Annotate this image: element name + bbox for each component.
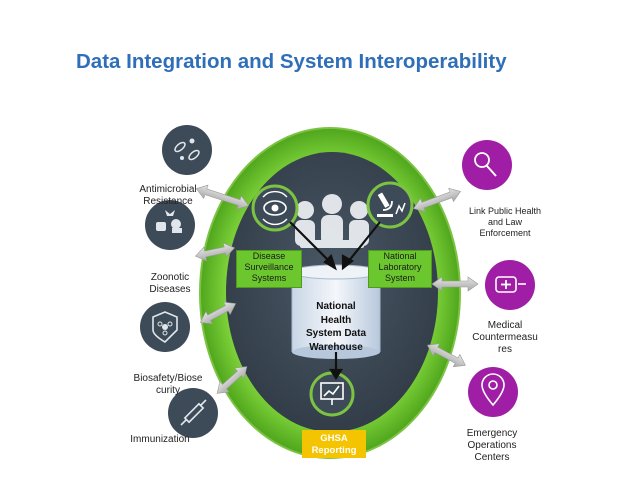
right-connector-arrows bbox=[413, 187, 479, 368]
microscope-lab-icon bbox=[366, 181, 414, 229]
label-medical-countermeasures: Medical Countermeasu res bbox=[472, 320, 538, 355]
magnifier-law-icon bbox=[462, 140, 512, 190]
zoonotic-animals-icon bbox=[145, 200, 195, 250]
location-pin-icon bbox=[468, 367, 518, 417]
label-biosafety-biosecurity: Biosafety/Biose curity bbox=[133, 373, 203, 396]
page-title: Data Integration and System Interoperabi… bbox=[76, 50, 507, 73]
box-national-laboratory: National Laboratory System bbox=[368, 250, 432, 288]
box-disease-surveillance: Disease Surveillance Systems bbox=[236, 250, 302, 288]
label-emergency-operations: Emergency Operations Centers bbox=[466, 428, 518, 463]
meeting-people-icon bbox=[295, 194, 369, 248]
label-immunization: Immunization bbox=[130, 434, 190, 445]
ghsa-reporting-box: GHSA Reporting bbox=[302, 430, 366, 458]
label-link-public-health: Link Public Health and Law Enforcement bbox=[468, 206, 542, 238]
biohazard-icon bbox=[140, 302, 190, 352]
label-zoonotic-diseases: Zoonotic Diseases bbox=[149, 272, 191, 295]
label-data-warehouse: National Health System Data Warehouse bbox=[305, 301, 367, 353]
surveillance-eye-icon bbox=[251, 184, 299, 232]
label-antimicrobial-resistance: Antimicrobial Resistance bbox=[139, 184, 197, 207]
antimicrobial-resistance-icon bbox=[162, 125, 212, 175]
left-connector-arrows bbox=[194, 184, 250, 394]
data-warehouse-cylinder bbox=[291, 264, 381, 359]
chart-reporting-icon bbox=[309, 371, 355, 417]
medical-kit-icon bbox=[485, 260, 535, 310]
data-flow-arrows bbox=[289, 221, 381, 381]
syringe-icon bbox=[168, 388, 218, 438]
